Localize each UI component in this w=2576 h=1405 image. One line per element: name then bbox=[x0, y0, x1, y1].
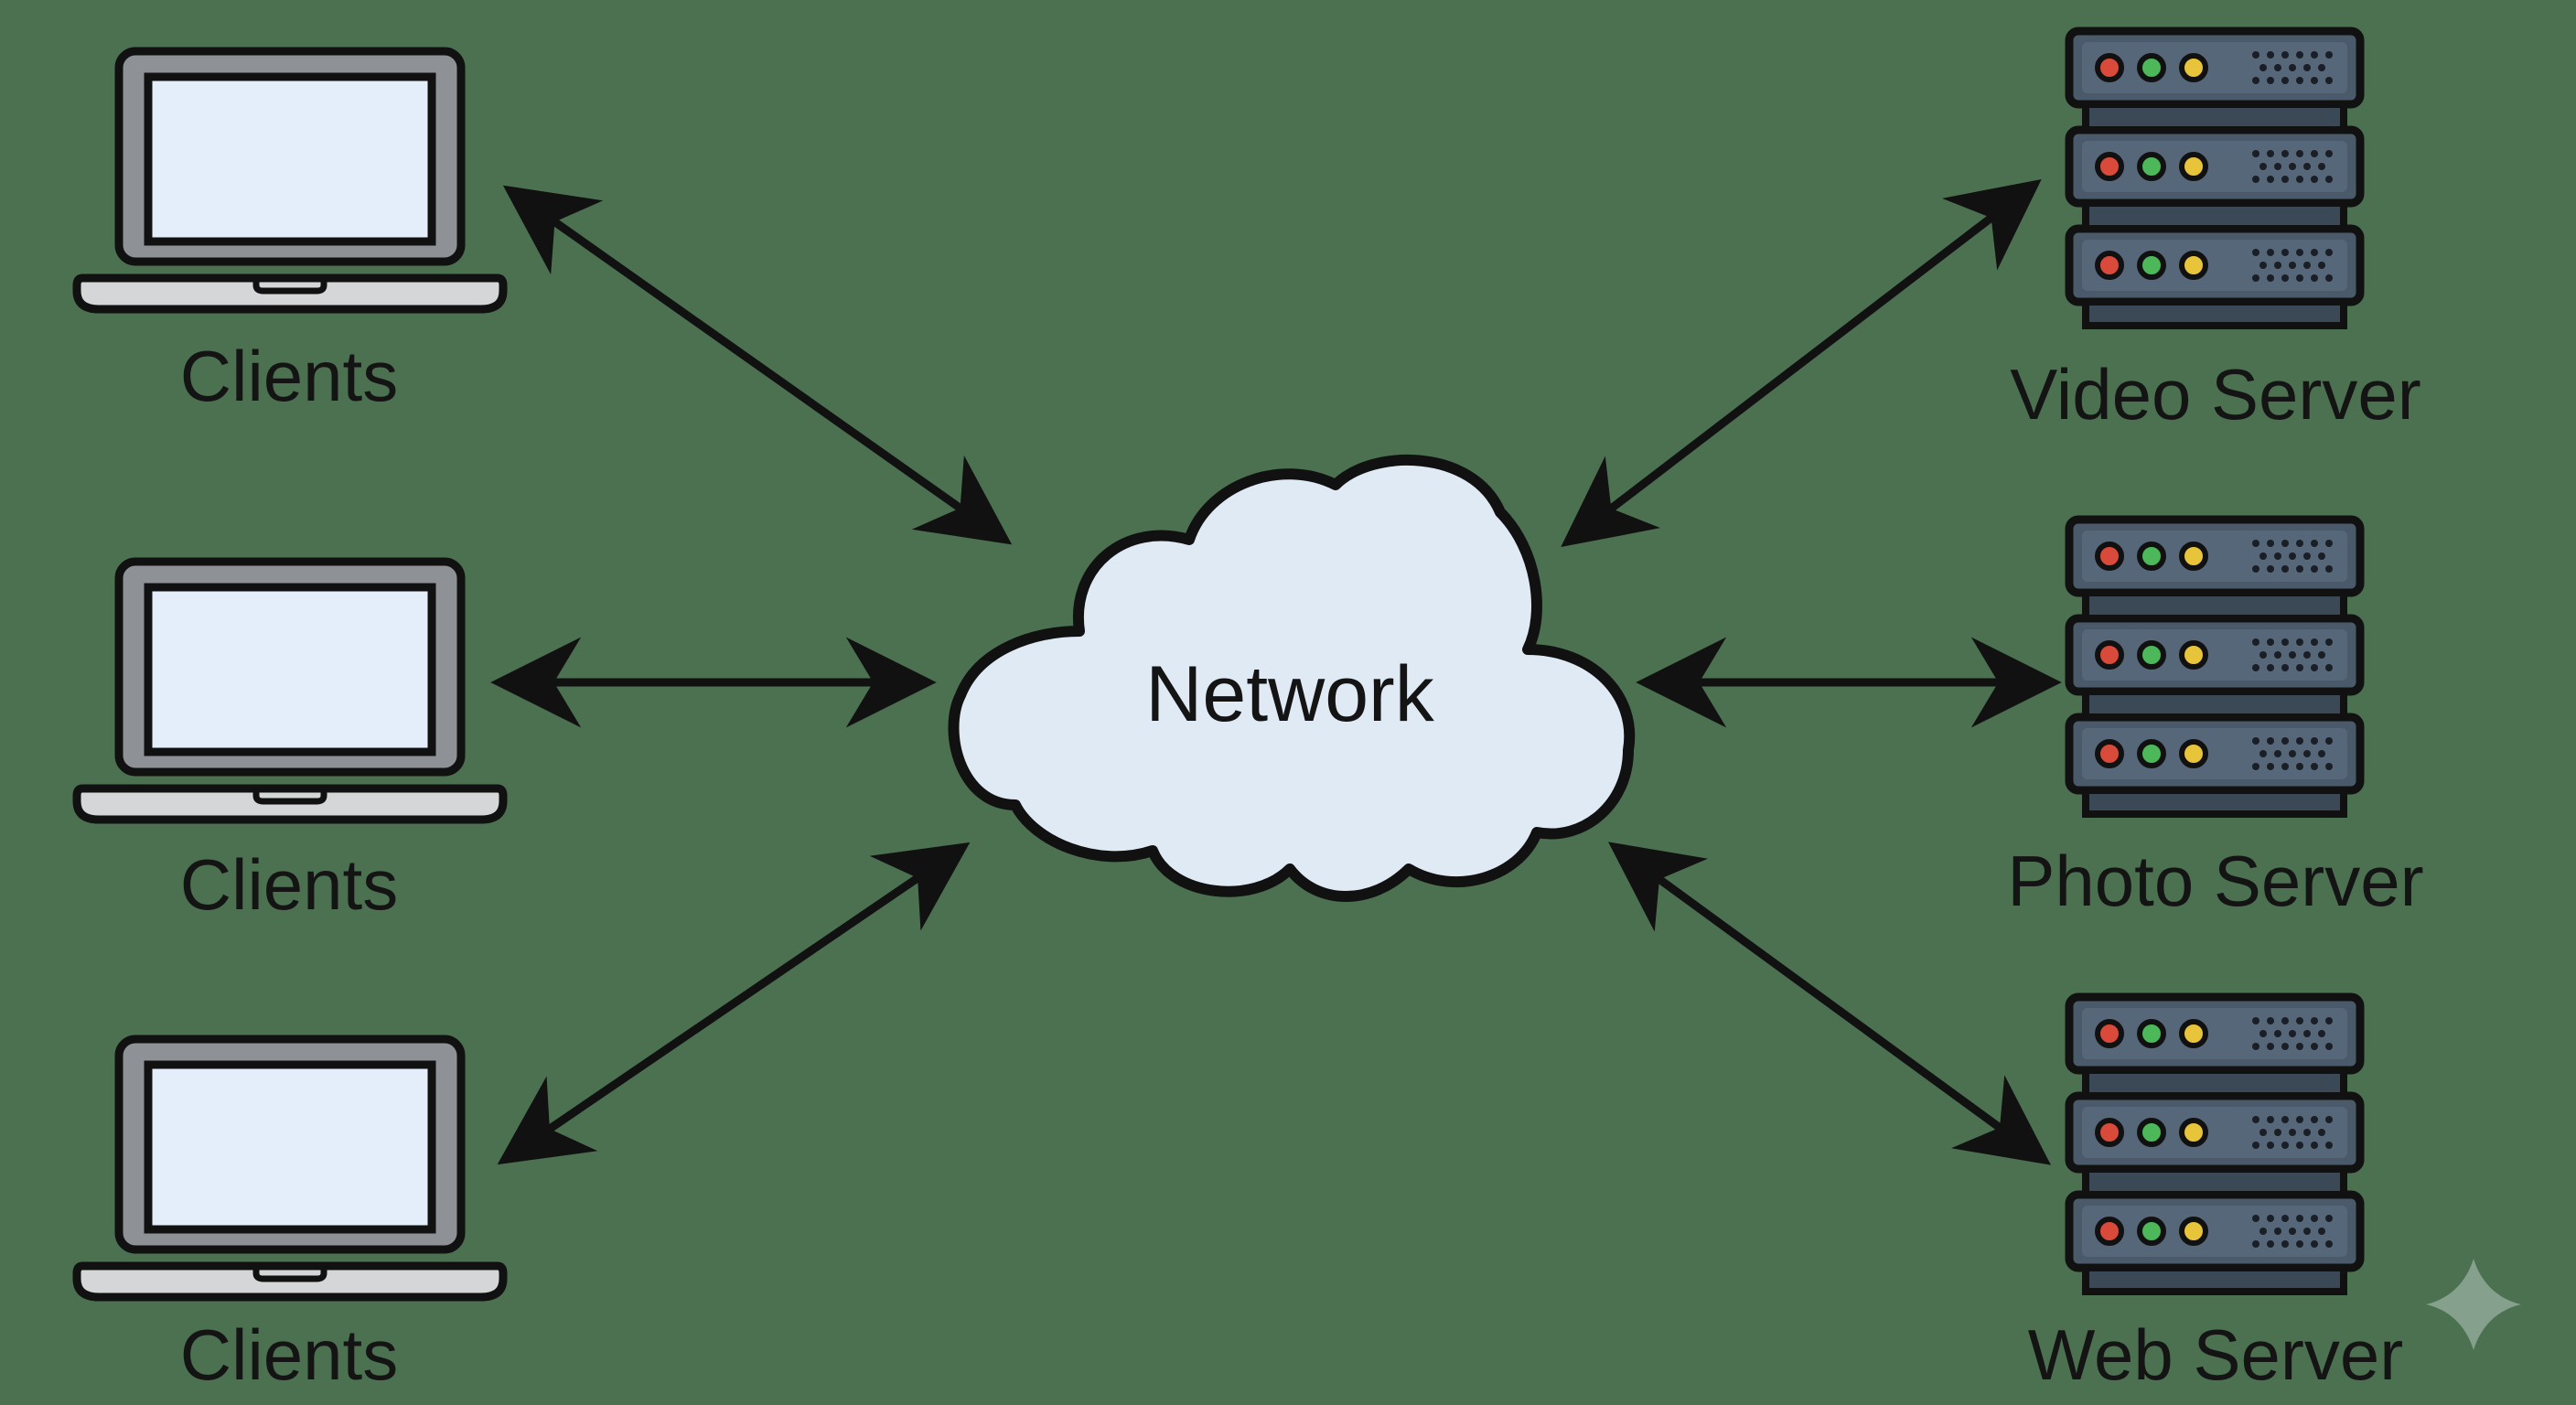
video-server-label: Video Server bbox=[2010, 354, 2421, 434]
server-node-photo: Photo Server bbox=[2007, 520, 2424, 921]
server-node-video: Video Server bbox=[2010, 31, 2421, 434]
server-rack-icon bbox=[2069, 520, 2360, 814]
server-rack-icon bbox=[2069, 31, 2360, 326]
laptop-icon bbox=[77, 51, 503, 309]
client-label-1: Clients bbox=[180, 336, 398, 416]
web-server-label: Web Server bbox=[2028, 1314, 2403, 1395]
client-label-3: Clients bbox=[180, 1314, 398, 1395]
client-node-3: Clients bbox=[77, 1039, 503, 1395]
laptop-icon bbox=[77, 562, 503, 820]
laptop-icon bbox=[77, 1039, 503, 1297]
photo-server-label: Photo Server bbox=[2007, 841, 2423, 921]
client-node-1: Clients bbox=[77, 51, 503, 416]
connections bbox=[490, 178, 2062, 1165]
network-label: Network bbox=[1145, 650, 1434, 738]
client-label-2: Clients bbox=[180, 844, 398, 925]
server-node-web: Web Server bbox=[2028, 997, 2403, 1395]
connection-client-3 bbox=[497, 842, 971, 1165]
server-rack-icon bbox=[2069, 997, 2360, 1292]
sparkle-icon bbox=[2426, 1259, 2521, 1350]
client-node-2: Clients bbox=[77, 562, 503, 925]
cloud-icon bbox=[948, 454, 1636, 902]
network-node: Network bbox=[948, 454, 1636, 902]
connection-video-server bbox=[1561, 178, 2042, 548]
connection-client-1 bbox=[502, 185, 1013, 545]
connection-web-server bbox=[1608, 842, 2051, 1165]
